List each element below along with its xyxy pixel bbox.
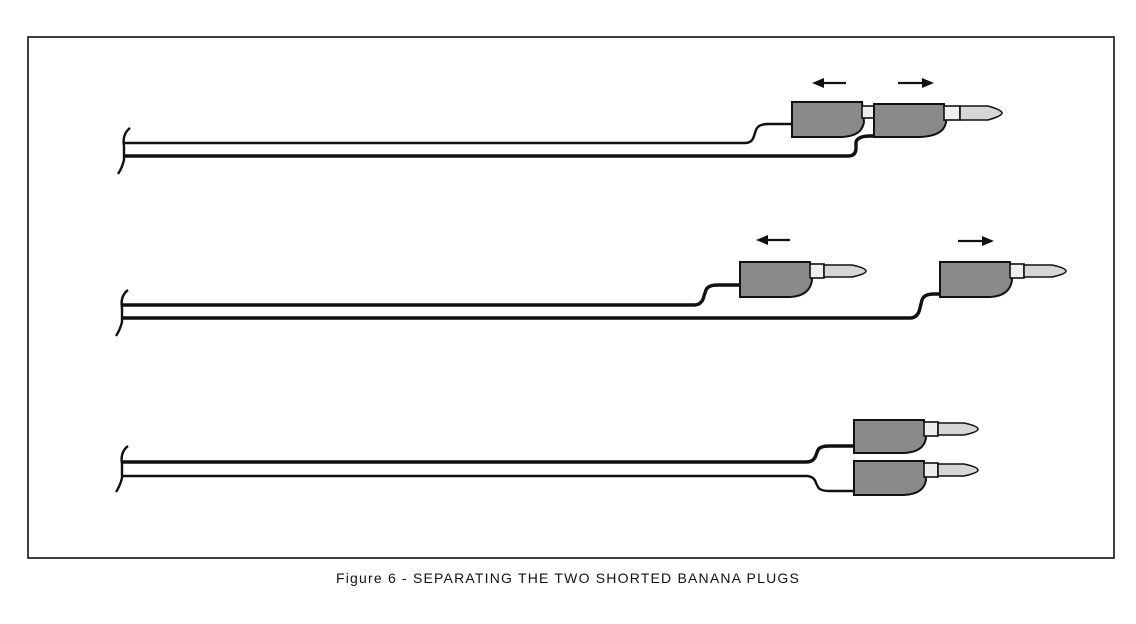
plug-tip-right [959,105,1003,121]
arrow-left-icon [812,78,846,88]
figure-caption: Figure 6 - SEPARATING THE TWO SHORTED BA… [335,570,801,586]
cable-end-bracket [114,289,129,337]
panel-2 [114,235,1067,337]
cable-wire-lower [122,292,940,320]
panel-1 [116,78,1003,175]
plug-tip-left [823,264,867,278]
plug-collar-lower [923,462,939,478]
plug-collar-right [943,105,961,121]
plug-tip-lower [937,463,979,477]
plug-tip-right [1023,264,1067,278]
panel-3 [114,419,979,496]
plug-collar-left [861,105,875,119]
plug-body-right [873,103,948,138]
arrow-right-icon [898,78,934,88]
cable-wire-lower [122,474,854,493]
cable-wire-upper [124,122,792,145]
cable-wire-upper [122,283,740,307]
cable-end-bracket [114,445,129,493]
plug-collar-right [1009,263,1025,279]
plug-body-left [791,101,866,138]
plug-body-lower [853,460,928,496]
plug-collar-left [809,263,825,279]
plug-body-upper [853,419,928,454]
plug-tip-upper [937,422,979,436]
arrow-right-icon [958,236,994,246]
cable-end-bracket [116,127,131,175]
figure-frame [27,36,1115,559]
arrow-left-icon [756,235,790,245]
plug-body-right [939,261,1014,298]
plug-collar-upper [923,421,939,437]
cable-wire-lower [124,134,876,158]
cable-wire-upper [122,444,854,464]
plug-body-left [739,261,814,298]
